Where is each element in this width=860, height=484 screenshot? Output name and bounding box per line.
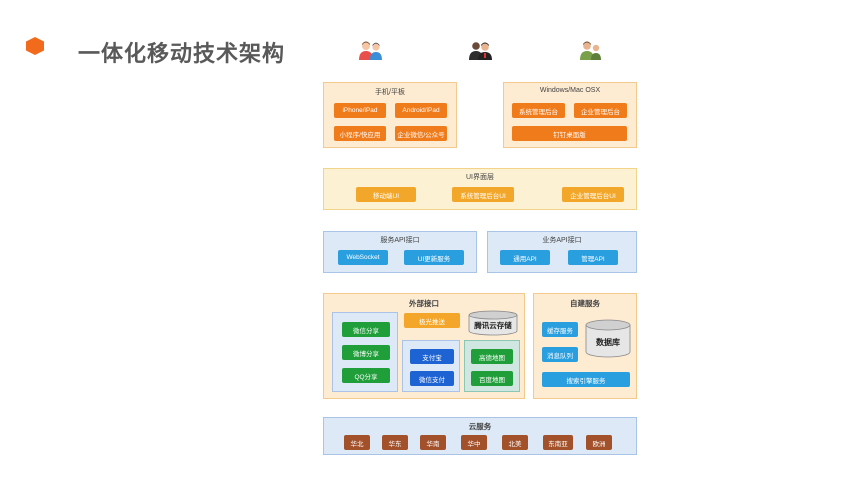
database-cylinder-icon bbox=[585, 319, 631, 358]
self-built-service-panel: 自建服务 缓存服务 消息队列 数据库 搜索引擎服务 bbox=[533, 293, 637, 399]
region-south-china[interactable]: 华南 bbox=[420, 435, 446, 450]
hexagon-bullet-icon bbox=[26, 37, 44, 55]
ui-update-service-button[interactable]: UI更新服务 bbox=[404, 250, 464, 265]
mini-program-button[interactable]: 小程序/快应用 bbox=[334, 126, 386, 141]
enterprise-admin-button[interactable]: 企业管理后台 bbox=[574, 103, 627, 118]
admin-api-button[interactable]: 管理API bbox=[568, 250, 618, 265]
cache-service-button[interactable]: 缓存服务 bbox=[542, 322, 578, 337]
service-api-title: 服务API接口 bbox=[380, 237, 420, 244]
region-north-america[interactable]: 北美 bbox=[502, 435, 528, 450]
system-admin-ui-button[interactable]: 系统管理后台UI bbox=[452, 187, 514, 202]
map-group: 高德地图 百度地图 bbox=[464, 340, 520, 392]
dingtalk-desktop-button[interactable]: 钉钉桌面版 bbox=[512, 126, 627, 141]
database-label: 数据库 bbox=[596, 338, 620, 347]
mobile-ui-button[interactable]: 移动端UI bbox=[356, 187, 416, 202]
region-central-china[interactable]: 华中 bbox=[461, 435, 487, 450]
enterprise-admin-ui-button[interactable]: 企业管理后台UI bbox=[562, 187, 624, 202]
region-southeast-asia[interactable]: 东南亚 bbox=[543, 435, 573, 450]
cloud-service-title: 云服务 bbox=[468, 422, 492, 431]
weibo-share-button[interactable]: 微博分享 bbox=[342, 345, 390, 360]
share-group: 微信分享 微博分享 QQ分享 bbox=[332, 312, 398, 392]
self-built-service-title: 自建服务 bbox=[570, 299, 600, 308]
database: 数据库 bbox=[584, 319, 632, 359]
cloud-service-panel: 云服务 华北 华东 华南 华中 北美 东南亚 欧洲 bbox=[323, 417, 637, 455]
page-title: 一体化移动技术架构 bbox=[78, 41, 286, 66]
desktop-panel-title: Windows/Mac OSX bbox=[539, 87, 601, 94]
wechat-work-button[interactable]: 企业微信/公众号 bbox=[395, 126, 447, 141]
region-east-china[interactable]: 华东 bbox=[382, 435, 408, 450]
wechat-pay-button[interactable]: 微信支付 bbox=[410, 371, 454, 386]
websocket-button[interactable]: WebSocket bbox=[338, 250, 388, 265]
business-api-panel: 业务API接口 通用API 管理API bbox=[487, 231, 637, 273]
region-north-china[interactable]: 华北 bbox=[344, 435, 370, 450]
business-api-title: 业务API接口 bbox=[542, 237, 582, 244]
mobile-panel-title: 手机/平板 bbox=[375, 89, 405, 96]
system-admin-button[interactable]: 系统管理后台 bbox=[512, 103, 565, 118]
android-ipad-button[interactable]: Android/iPad bbox=[395, 103, 447, 118]
people-icon bbox=[358, 40, 384, 60]
common-api-button[interactable]: 通用API bbox=[500, 250, 550, 265]
region-europe[interactable]: 欧洲 bbox=[586, 435, 612, 450]
tencent-cloud-storage: 腾讯云存储 bbox=[467, 310, 519, 336]
tencent-cloud-storage-label: 腾讯云存储 bbox=[474, 321, 512, 330]
users-icon bbox=[468, 40, 494, 60]
wechat-share-button[interactable]: 微信分享 bbox=[342, 322, 390, 337]
baidu-map-button[interactable]: 百度地图 bbox=[471, 371, 513, 386]
cloud-storage-cylinder-icon bbox=[468, 310, 518, 336]
mobile-panel: 手机/平板 iPhone/iPad Android/iPad 小程序/快应用 企… bbox=[323, 82, 457, 148]
ui-layer-panel: UI界面层 移动端UI 系统管理后台UI 企业管理后台UI bbox=[323, 168, 637, 210]
user-icon bbox=[578, 40, 604, 60]
amap-button[interactable]: 高德地图 bbox=[471, 349, 513, 364]
qq-share-button[interactable]: QQ分享 bbox=[342, 368, 390, 383]
desktop-panel: Windows/Mac OSX 系统管理后台 企业管理后台 钉钉桌面版 bbox=[503, 82, 637, 148]
iphone-ipad-button[interactable]: iPhone/iPad bbox=[334, 103, 386, 118]
jpush-button[interactable]: 极光推送 bbox=[404, 313, 460, 328]
ui-layer-title: UI界面层 bbox=[466, 174, 494, 181]
search-engine-service-button[interactable]: 搜索引擎服务 bbox=[542, 372, 630, 387]
external-interface-title: 外部接口 bbox=[409, 299, 439, 308]
payment-group: 支付宝 微信支付 bbox=[402, 340, 460, 392]
message-queue-button[interactable]: 消息队列 bbox=[542, 347, 578, 362]
service-api-panel: 服务API接口 WebSocket UI更新服务 bbox=[323, 231, 477, 273]
alipay-button[interactable]: 支付宝 bbox=[410, 349, 454, 364]
external-interface-panel: 外部接口 微信分享 微博分享 QQ分享 极光推送 腾讯云存储 支付宝 微信支付 … bbox=[323, 293, 525, 399]
